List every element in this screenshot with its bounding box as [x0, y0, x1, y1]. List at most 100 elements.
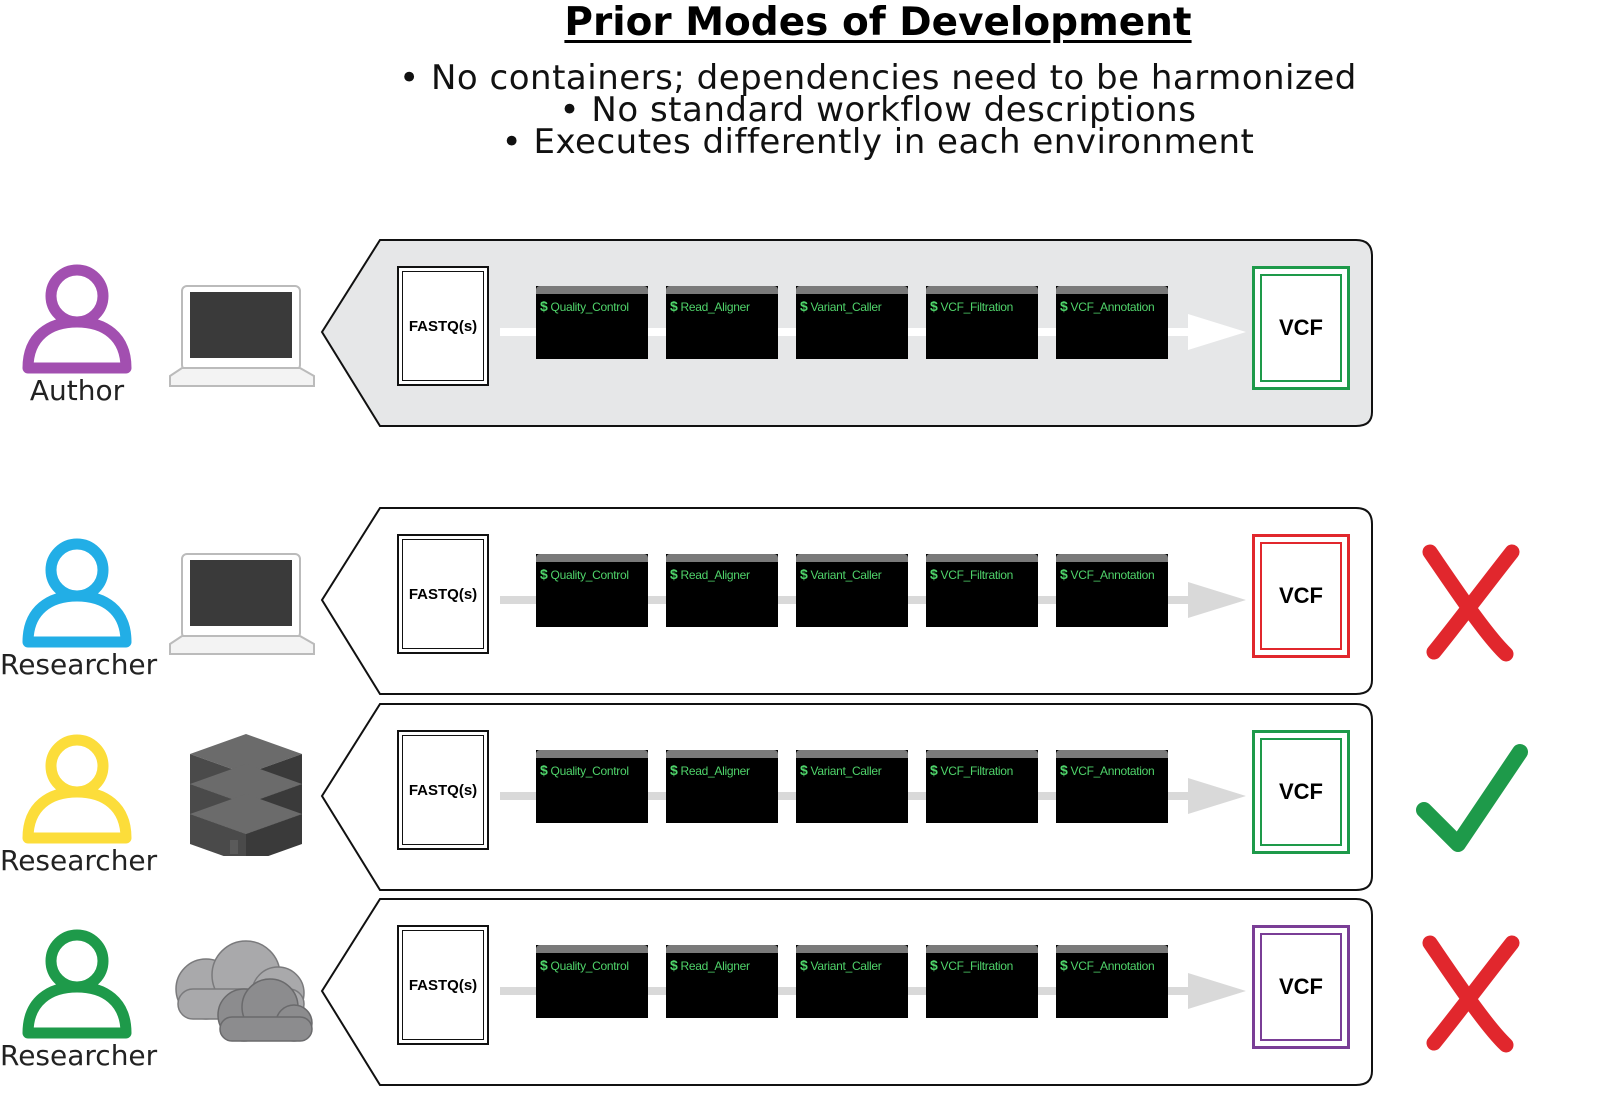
cross-icon	[1416, 931, 1526, 1060]
terminal-titlebar	[796, 286, 908, 294]
workflow-row: Author FASTQ(s) $ Quality_Control $ Read_A…	[0, 238, 1600, 430]
person-label: Author	[29, 374, 125, 407]
terminal-titlebar	[926, 750, 1038, 758]
terminal-titlebar	[666, 945, 778, 953]
step-label: Variant_Caller	[807, 959, 882, 973]
terminal-titlebar	[536, 750, 648, 758]
vcf-label: VCF	[1279, 779, 1323, 804]
terminal-command: $ VCF_Filtration	[926, 953, 1038, 973]
terminal-titlebar	[796, 945, 908, 953]
terminal-titlebar	[796, 750, 908, 758]
terminal-command: $ Quality_Control	[536, 294, 648, 314]
terminal-titlebar	[536, 945, 648, 953]
cross-icon	[1416, 540, 1526, 669]
prompt-symbol: $	[670, 566, 678, 582]
step-label: VCF_Filtration	[937, 300, 1014, 314]
terminal-titlebar	[1056, 286, 1168, 294]
terminal-step: $ Variant_Caller	[796, 750, 908, 823]
terminal-titlebar	[926, 945, 1038, 953]
terminal-step: $ Read_Aligner	[666, 554, 778, 627]
person-icon	[22, 929, 132, 1041]
fastq-label: FASTQ(s)	[408, 585, 478, 603]
vcf-output-box: VCF	[1252, 266, 1350, 390]
server-icon	[186, 732, 306, 864]
terminal-step: $ VCF_Filtration	[926, 750, 1038, 823]
prompt-symbol: $	[1060, 957, 1068, 973]
vcf-inner-border	[1260, 933, 1342, 1041]
terminal-titlebar	[1056, 945, 1168, 953]
terminal-step: $ Read_Aligner	[666, 750, 778, 823]
terminal-step: $ Read_Aligner	[666, 945, 778, 1018]
terminal-command: $ Variant_Caller	[796, 562, 908, 582]
step-label: Quality_Control	[547, 300, 630, 314]
fastq-input-box: FASTQ(s)	[397, 534, 489, 654]
person-label: Researcher	[0, 844, 158, 877]
terminal-step: $ Quality_Control	[536, 750, 648, 823]
vcf-output-box: VCF	[1252, 730, 1350, 854]
terminal-titlebar	[666, 554, 778, 562]
prompt-symbol: $	[1060, 762, 1068, 778]
terminal-step: $ Variant_Caller	[796, 945, 908, 1018]
terminal-titlebar	[926, 286, 1038, 294]
terminal-titlebar	[1056, 554, 1168, 562]
terminal-step: $ VCF_Filtration	[926, 945, 1038, 1018]
terminal-titlebar	[796, 554, 908, 562]
fastq-input-box: FASTQ(s)	[397, 266, 489, 386]
step-label: Variant_Caller	[807, 300, 882, 314]
person-label: Researcher	[0, 1039, 158, 1072]
terminal-command: $ Quality_Control	[536, 562, 648, 582]
vcf-label: VCF	[1279, 315, 1323, 340]
person-icon	[22, 734, 132, 846]
prompt-symbol: $	[800, 566, 808, 582]
terminal-step: $ Quality_Control	[536, 945, 648, 1018]
step-label: Variant_Caller	[807, 568, 882, 582]
terminal-step: $ VCF_Filtration	[926, 286, 1038, 359]
step-label: VCF_Filtration	[937, 959, 1014, 973]
prompt-symbol: $	[540, 957, 548, 973]
terminal-command: $ Read_Aligner	[666, 294, 778, 314]
fastq-label: FASTQ(s)	[408, 976, 478, 994]
person-icon	[22, 264, 132, 376]
terminal-command: $ Read_Aligner	[666, 562, 778, 582]
prompt-symbol: $	[1060, 298, 1068, 314]
person-label: Researcher	[0, 648, 158, 681]
vcf-output-box: VCF	[1252, 925, 1350, 1049]
prompt-symbol: $	[800, 957, 808, 973]
step-label: Variant_Caller	[807, 764, 882, 778]
terminal-step: $ VCF_Annotation	[1056, 286, 1168, 359]
step-label: Read_Aligner	[677, 300, 750, 314]
vcf-output-box: VCF	[1252, 534, 1350, 658]
prompt-symbol: $	[670, 298, 678, 314]
terminal-titlebar	[666, 286, 778, 294]
terminal-step: $ Variant_Caller	[796, 554, 908, 627]
prompt-symbol: $	[930, 957, 938, 973]
terminal-command: $ VCF_Annotation	[1056, 294, 1168, 314]
terminal-step: $ VCF_Annotation	[1056, 945, 1168, 1018]
terminal-command: $ VCF_Annotation	[1056, 562, 1168, 582]
bullet-item: • No containers; dependencies need to be…	[399, 58, 1357, 98]
terminal-titlebar	[536, 554, 648, 562]
prompt-symbol: $	[1060, 566, 1068, 582]
terminal-step: $ Read_Aligner	[666, 286, 778, 359]
terminal-command: $ VCF_Annotation	[1056, 953, 1168, 973]
step-label: VCF_Annotation	[1067, 300, 1155, 314]
terminal-command: $ Variant_Caller	[796, 758, 908, 778]
terminal-step: $ Quality_Control	[536, 286, 648, 359]
step-label: Read_Aligner	[677, 959, 750, 973]
prompt-symbol: $	[930, 762, 938, 778]
step-label: VCF_Filtration	[937, 764, 1014, 778]
prompt-symbol: $	[670, 762, 678, 778]
bullet-list: • No containers; dependencies need to be…	[0, 58, 1600, 159]
fastq-input-box: FASTQ(s)	[397, 730, 489, 850]
step-label: VCF_Filtration	[937, 568, 1014, 582]
vcf-inner-border	[1260, 274, 1342, 382]
step-label: Quality_Control	[547, 959, 630, 973]
laptop-icon	[168, 552, 318, 665]
terminal-command: $ Quality_Control	[536, 953, 648, 973]
step-label: Read_Aligner	[677, 764, 750, 778]
terminal-titlebar	[666, 750, 778, 758]
step-label: VCF_Annotation	[1067, 764, 1155, 778]
bullet-item: • No standard workflow descriptions	[559, 90, 1197, 130]
terminal-step: $ VCF_Annotation	[1056, 554, 1168, 627]
